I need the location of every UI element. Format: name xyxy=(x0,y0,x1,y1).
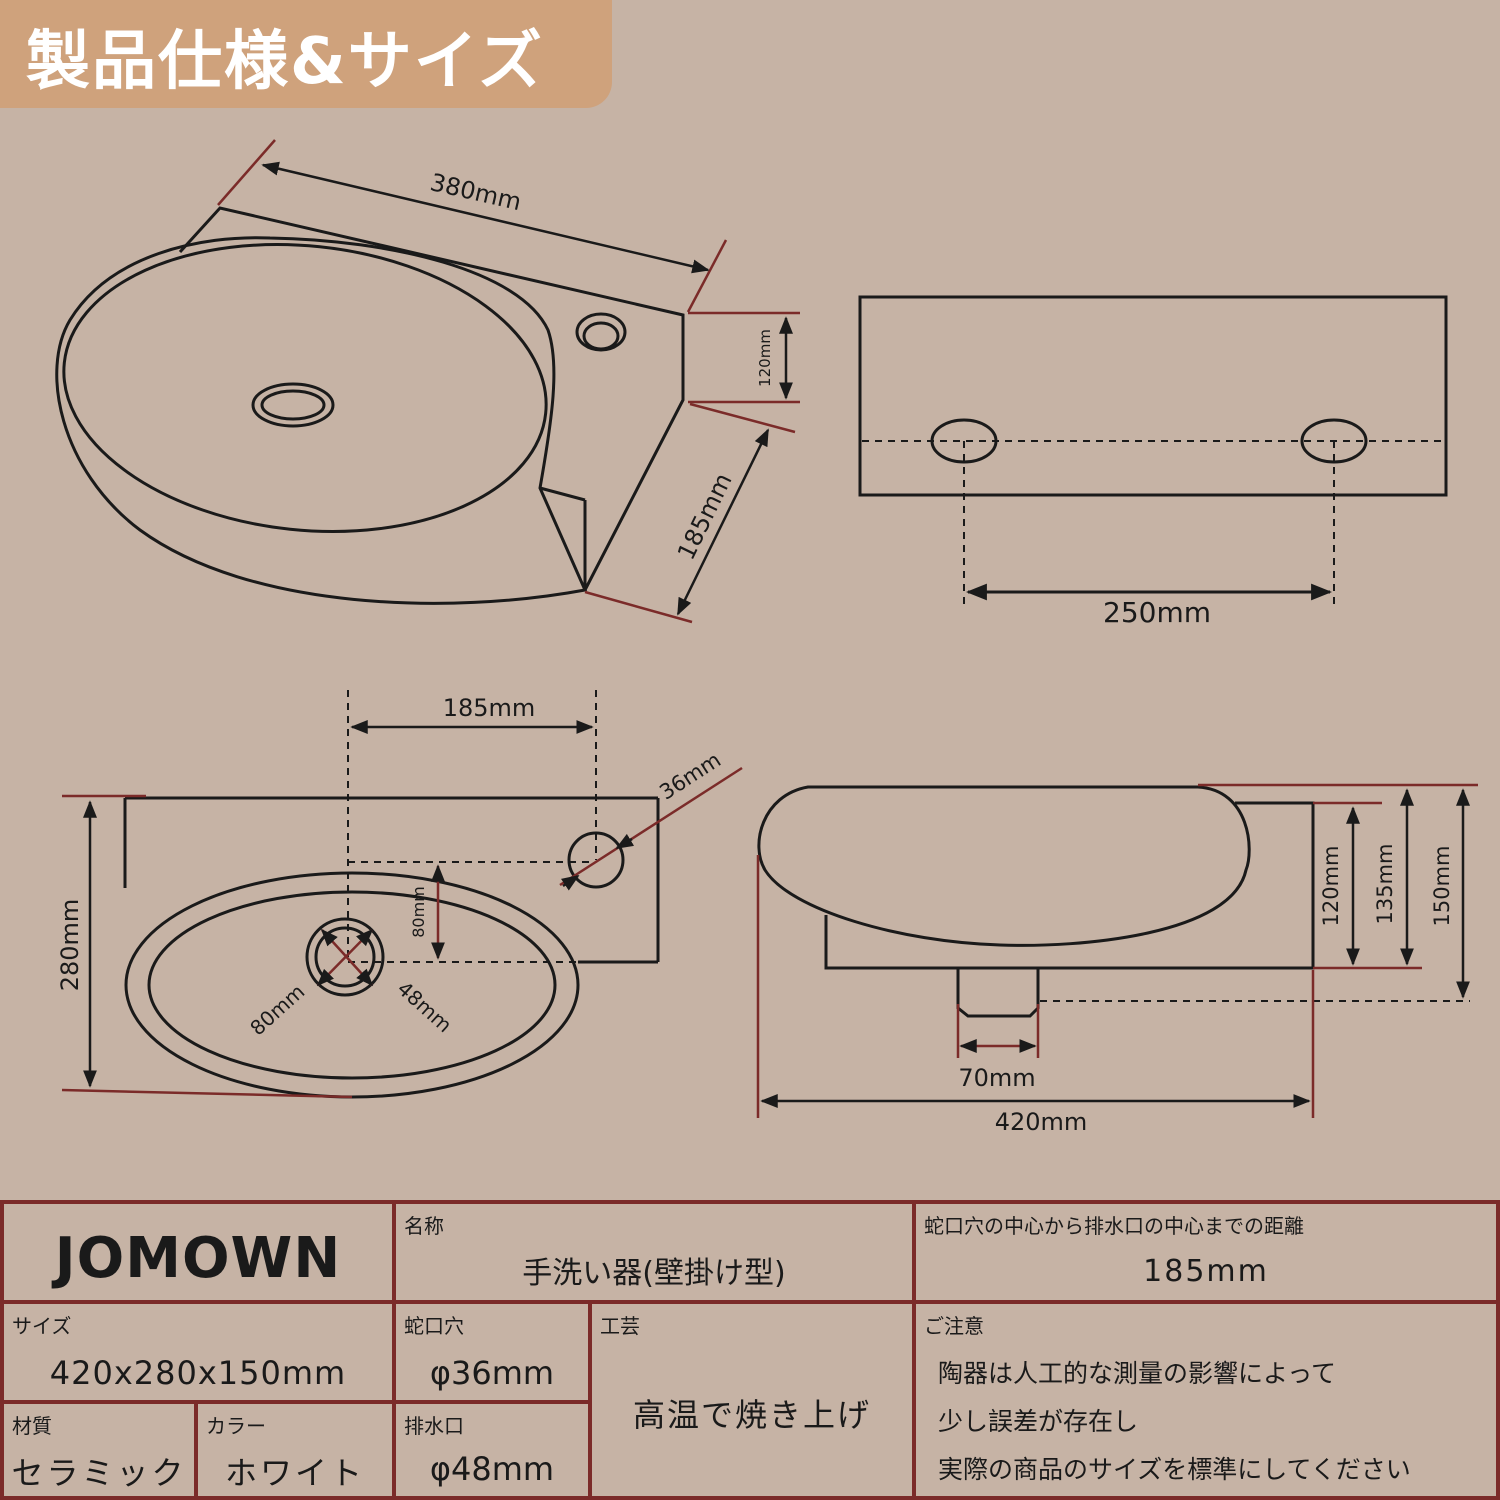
notice-line-2: 少し誤差が存在し xyxy=(938,1407,1139,1436)
dim-150-side: 150mm xyxy=(1430,846,1454,927)
plan-view xyxy=(123,690,660,1099)
craft-value: 高温で焼き上げ xyxy=(632,1396,871,1434)
dim-185-center: 185mm xyxy=(443,694,536,722)
dim-420: 420mm xyxy=(995,1108,1088,1136)
name-value: 手洗い器(壁掛け型) xyxy=(522,1256,786,1291)
dimension-drawing: 380mm 120mm 185mm 250mm xyxy=(55,139,1478,1136)
dim-250: 250mm xyxy=(1103,596,1211,629)
back-view xyxy=(858,295,1448,610)
brand-name: JOMOWN xyxy=(54,1226,342,1291)
perspective-view xyxy=(55,206,685,605)
size-cell: サイズ 420x280x150mm xyxy=(0,1300,396,1404)
drain-cell: 排水口 φ48mm xyxy=(392,1400,592,1500)
dim-135-side: 135mm xyxy=(1373,844,1397,925)
dim-70: 70mm xyxy=(958,1064,1035,1092)
color-value: ホワイト xyxy=(224,1454,365,1492)
dim-80-offset: 80mm xyxy=(409,886,428,938)
drain-value: φ48mm xyxy=(429,1450,555,1488)
color-cell: カラー ホワイト xyxy=(194,1400,396,1500)
dim-185-depth: 185mm xyxy=(672,469,738,564)
spec-table: JOMOWN 名称 手洗い器(壁掛け型) 蛇口穴の中心から排水口の中心までの距離… xyxy=(0,1200,1500,1500)
side-dimensions: 120mm 135mm 150mm 70mm 420mm xyxy=(756,783,1478,1136)
notice-label: ご注意 xyxy=(924,1314,984,1338)
name-label: 名称 xyxy=(404,1214,444,1238)
faucet-label: 蛇口穴 xyxy=(404,1314,464,1338)
dim-380: 380mm xyxy=(428,168,525,216)
drain-label: 排水口 xyxy=(404,1414,464,1438)
page-title: 製品仕様&サイズ xyxy=(26,25,544,99)
name-cell: 名称 手洗い器(壁掛け型) xyxy=(392,1200,916,1304)
dim-120-top: 120mm xyxy=(756,329,774,387)
size-value: 420x280x150mm xyxy=(49,1354,347,1392)
material-label: 材質 xyxy=(12,1414,52,1438)
distance-cell: 蛇口穴の中心から排水口の中心までの距離 185mm xyxy=(912,1200,1500,1304)
side-view xyxy=(757,785,1470,1018)
craft-cell: 工芸 高温で焼き上げ xyxy=(588,1300,916,1500)
distance-value: 185mm xyxy=(1143,1254,1269,1289)
craft-label: 工芸 xyxy=(600,1314,640,1338)
dim-36: 36mm xyxy=(655,748,725,805)
dim-80-drain: 80mm xyxy=(245,979,309,1040)
material-cell: 材質 セラミック xyxy=(0,1400,198,1500)
material-value: セラミック xyxy=(11,1454,187,1492)
title-tab: 製品仕様&サイズ xyxy=(0,0,612,108)
color-label: カラー xyxy=(206,1414,266,1438)
dim-280: 280mm xyxy=(56,899,84,992)
dim-120-side: 120mm xyxy=(1319,846,1343,927)
faucet-value: φ36mm xyxy=(429,1354,555,1392)
faucet-cell: 蛇口穴 φ36mm xyxy=(392,1300,592,1404)
distance-label: 蛇口穴の中心から排水口の中心までの距離 xyxy=(924,1214,1304,1238)
perspective-dimensions: 380mm 120mm 185mm xyxy=(217,139,800,624)
notice-cell: ご注意 陶器は人工的な測量の影響によって 少し誤差が存在し 実際の商品のサイズを… xyxy=(912,1300,1500,1500)
brand-cell: JOMOWN xyxy=(0,1200,396,1304)
notice-line-3: 実際の商品のサイズを標準にしてください xyxy=(938,1455,1411,1484)
size-label: サイズ xyxy=(12,1314,72,1338)
dim-48-drain: 48mm xyxy=(393,976,457,1037)
notice-line-1: 陶器は人工的な測量の影響によって xyxy=(938,1359,1337,1388)
